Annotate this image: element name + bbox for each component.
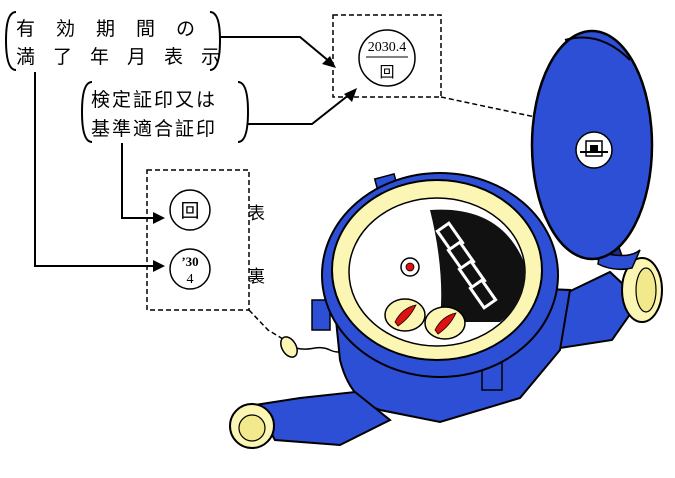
seal-back-side-label: 裏: [248, 266, 265, 287]
seal-back: ’30 4 裏: [169, 248, 265, 290]
expiry-label-box: 有効期間の 満了年月表示: [4, 11, 222, 71]
digit-windows: [435, 221, 498, 310]
arrow-cert-to-front: [121, 143, 158, 219]
expiry-label-char: 期: [96, 18, 115, 40]
arrow-expiry-to-seal: [220, 36, 331, 63]
arrowhead: [153, 260, 165, 272]
seal-back-year: ’30: [181, 254, 198, 269]
expiry-label-char: 有: [16, 18, 35, 40]
seal-sides-pointer: [248, 309, 289, 343]
dial-right: [424, 306, 466, 340]
meter-lid: [530, 29, 654, 271]
expiry-label-char: 了: [53, 46, 72, 68]
seal-large: 2030.4 回: [358, 29, 416, 87]
seal-sides-frame: [146, 169, 250, 311]
cert-label-line2: 基準適合証印: [91, 118, 217, 140]
dial-left: [384, 298, 426, 332]
expiry-label-char: の: [176, 18, 195, 40]
arrowhead: [344, 88, 357, 102]
seal-back-month: 4: [187, 272, 194, 287]
bolt-tab: [311, 299, 331, 331]
expiry-label-char: 間: [136, 18, 155, 40]
expiry-label-char: 月: [127, 46, 146, 68]
water-meter: [229, 172, 663, 449]
expiry-label-char: 満: [16, 46, 35, 68]
arrow-expiry-to-back: [34, 72, 158, 267]
expiry-label-char: 示: [201, 46, 220, 68]
seal-front-mark: 回: [180, 200, 199, 222]
seal-front: 回 表: [169, 189, 265, 231]
seal-detail-frame: [332, 14, 442, 98]
seal-date: 2030.4: [368, 40, 407, 55]
leader-arrows: [34, 36, 357, 272]
seal-mark: 回: [379, 63, 394, 81]
expiry-label-char: 年: [90, 46, 109, 68]
digit-window: [468, 278, 498, 310]
left-pipe: [253, 390, 392, 447]
arrow-cert-to-seal: [248, 93, 351, 125]
expiry-label-char: 表: [164, 46, 183, 68]
seal-front-side-label: 表: [248, 204, 265, 224]
certification-label-box: 検定証印又は 基準適合証印: [80, 81, 250, 143]
cert-label-line1: 検定証印又は: [91, 89, 217, 111]
arrowhead: [153, 212, 165, 224]
expiry-label-char: 効: [56, 18, 75, 40]
